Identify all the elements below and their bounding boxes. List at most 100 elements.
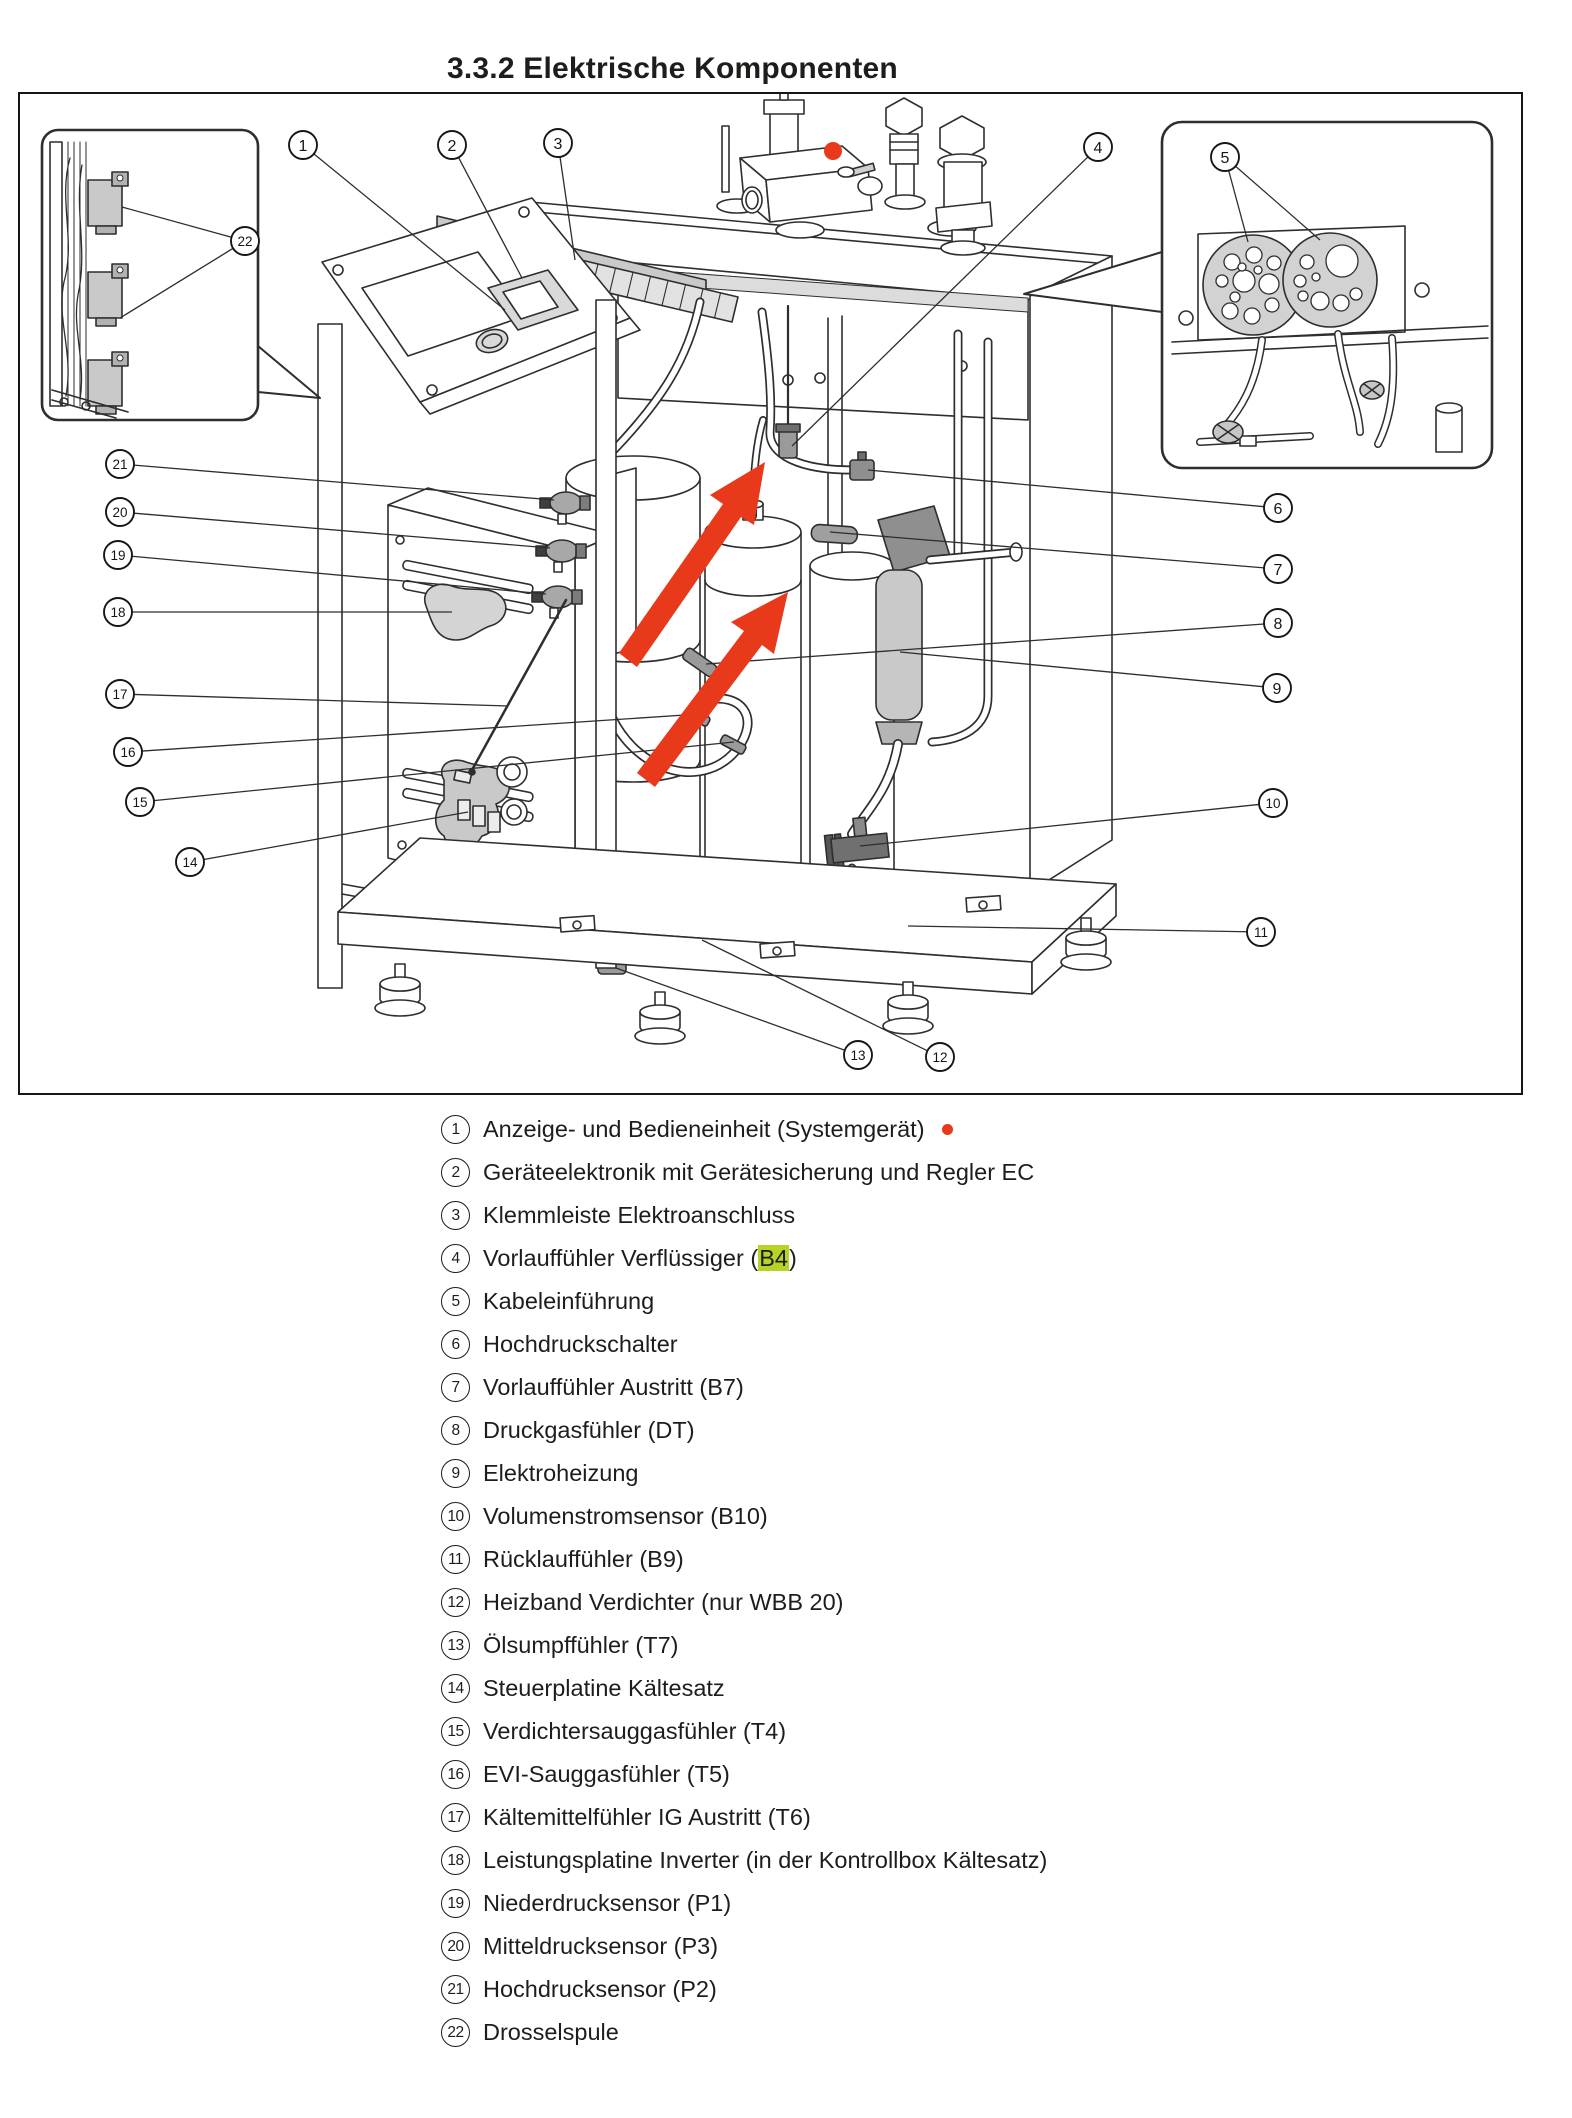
legend-label: Heizband Verdichter (nur WBB 20) xyxy=(483,1589,844,1615)
legend-label: Druckgasfühler (DT) xyxy=(483,1417,695,1443)
callout-number: 19 xyxy=(110,548,125,563)
leader-line xyxy=(153,741,735,802)
legend-label: Kabeleinführung xyxy=(483,1288,655,1314)
leader-line xyxy=(141,713,701,752)
callout-11: 11 xyxy=(907,917,1276,947)
legend-number: 17 xyxy=(441,1803,470,1832)
frame-post-left xyxy=(317,323,343,989)
legend-item-10: 10 Volumenstromsensor (B10) xyxy=(441,1495,1047,1538)
callout-6: 6 xyxy=(867,469,1293,523)
leader-line xyxy=(829,531,1265,569)
callout-number: 7 xyxy=(1274,562,1283,579)
suction-gas-sensor xyxy=(719,734,747,755)
inset-pointer xyxy=(257,345,321,399)
legend-label: Volumenstromsensor (B10) xyxy=(483,1503,768,1529)
callout-number: 6 xyxy=(1274,501,1283,518)
legend-label: Kältemittelfühler IG Austritt (T6) xyxy=(483,1804,811,1830)
callout-20: 20 xyxy=(105,497,551,549)
legend-number: 19 xyxy=(441,1889,470,1918)
legend-label: Rücklauffühler (B9) xyxy=(483,1546,684,1572)
choke-coils xyxy=(87,171,129,415)
legend-item-21: 21 Hochdrucksensor (P2) xyxy=(441,1968,1047,2011)
legend-label: Vorlauffühler Verflüssiger (B4) xyxy=(483,1245,797,1271)
callout-14: 14 xyxy=(175,811,469,877)
legend-label: Hochdrucksensor (P2) xyxy=(483,1976,717,2002)
legend-label: Leistungsplatine Inverter (in der Kontro… xyxy=(483,1847,1048,1873)
adjustable-feet xyxy=(374,917,1112,1045)
pointer-arrows xyxy=(619,462,788,787)
choke-coil-inset xyxy=(40,128,321,422)
inset-valves xyxy=(1212,380,1463,453)
legend-number: 22 xyxy=(441,2018,470,2047)
legend-number: 1 xyxy=(441,1115,470,1144)
flow-temp-sensor-b7 xyxy=(810,523,859,545)
leader-line xyxy=(899,651,1264,688)
callout-4: 4 xyxy=(791,132,1113,447)
legend-number: 2 xyxy=(441,1158,470,1187)
callout-22: 22 xyxy=(119,206,260,319)
red-dot-marker xyxy=(941,1124,953,1135)
leader-line xyxy=(457,157,523,279)
callout-number: 18 xyxy=(110,605,125,620)
legend-label: Niederdrucksensor (P1) xyxy=(483,1890,732,1916)
leader-line xyxy=(1228,170,1249,243)
legend-number: 8 xyxy=(441,1416,470,1445)
legend-number: 20 xyxy=(441,1932,470,1961)
callout-7: 7 xyxy=(829,531,1293,584)
legend-number: 10 xyxy=(441,1502,470,1531)
leader-line xyxy=(867,469,1265,508)
legend-number: 3 xyxy=(441,1201,470,1230)
callout-8: 8 xyxy=(705,608,1293,665)
callout-21: 21 xyxy=(105,449,555,501)
legend-number: 21 xyxy=(441,1975,470,2004)
leader-line xyxy=(1235,165,1321,241)
leader-line xyxy=(705,623,1265,665)
top-valve-cluster xyxy=(716,94,993,256)
callout-number: 11 xyxy=(1254,925,1268,940)
legend-label: Elektroheizung xyxy=(483,1460,639,1486)
control-panel xyxy=(321,197,641,415)
leader-line xyxy=(701,939,928,1052)
legend-label: Vorlauffühler Austritt (B7) xyxy=(483,1374,744,1400)
callout-15: 15 xyxy=(125,741,735,817)
callout-13: 13 xyxy=(615,967,873,1070)
leader-line xyxy=(133,512,551,549)
callout-17: 17 xyxy=(105,679,509,709)
legend-number: 15 xyxy=(441,1717,470,1746)
legend-number: 11 xyxy=(441,1545,470,1574)
callout-number: 14 xyxy=(182,855,198,870)
legend-item-11: 11 Rücklauffühler (B9) xyxy=(441,1538,1047,1581)
callout-5: 5 xyxy=(1210,142,1321,243)
legend-number: 16 xyxy=(441,1760,470,1789)
legend-label: Hochdruckschalter xyxy=(483,1331,678,1357)
leader-line xyxy=(791,156,1089,447)
callout-10: 10 xyxy=(859,788,1288,847)
callout-12: 12 xyxy=(701,939,955,1072)
callout-18: 18 xyxy=(103,597,452,627)
legend-item-17: 17 Kältemittelfühler IG Austritt (T6) xyxy=(441,1796,1047,1839)
leader-line xyxy=(133,693,509,707)
callout-number: 3 xyxy=(554,136,563,153)
callout-number: 5 xyxy=(1221,150,1230,167)
legend-label: Mitteldrucksensor (P3) xyxy=(483,1933,719,1959)
leader-line xyxy=(133,464,555,501)
refrigerant-sensor-rod xyxy=(470,598,568,772)
base-frame xyxy=(337,837,1117,1045)
leader-line xyxy=(859,803,1260,847)
callout-1: 1 xyxy=(288,130,506,311)
callout-number: 13 xyxy=(850,1048,865,1063)
page-title: 3.3.2 Elektrische Komponenten xyxy=(447,51,898,85)
legend-number: 13 xyxy=(441,1631,470,1660)
right-side-wall xyxy=(1029,255,1113,893)
volume-flow-sensor xyxy=(823,816,890,869)
callout-number: 20 xyxy=(112,505,127,520)
